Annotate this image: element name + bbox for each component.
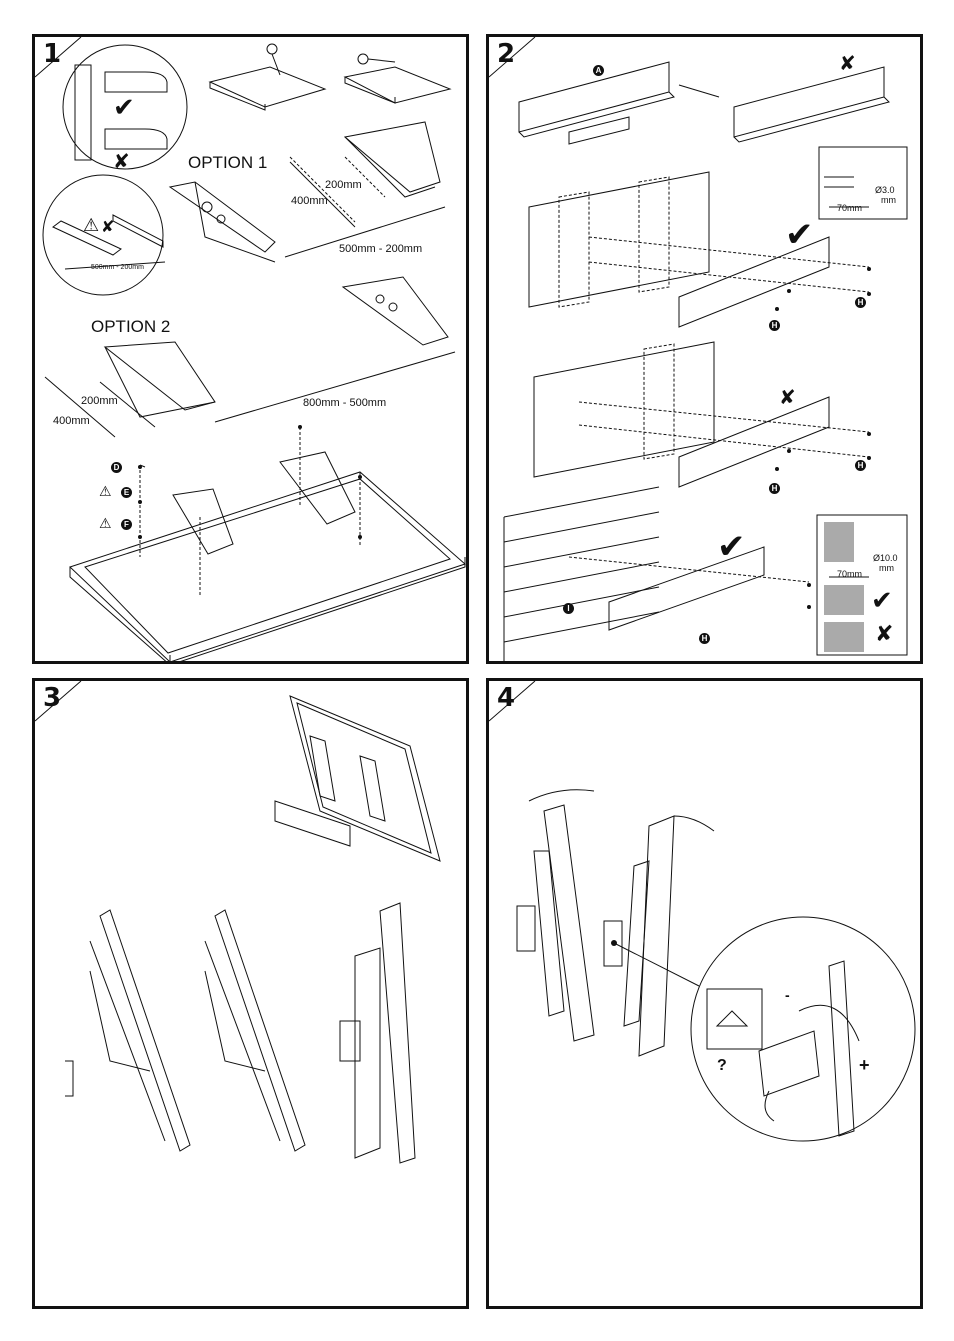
step-4-panel: 4 - + ?	[486, 678, 923, 1309]
option-1-label: OPTION 1	[188, 153, 268, 172]
dimension-200mm: 200mm	[81, 395, 118, 407]
step-1-panel: 1	[32, 34, 469, 664]
step-number: 1	[43, 39, 62, 69]
cross-icon: ✘	[113, 151, 130, 173]
part-badge-h: H	[855, 297, 866, 308]
part-badge-h: H	[855, 460, 866, 471]
step-3-panel: 3	[32, 678, 469, 1309]
brick-drill-diameter: Ø10.0	[873, 553, 898, 563]
part-badge-h: H	[769, 320, 780, 331]
step-corner-slash	[489, 681, 536, 722]
cross-icon: ✘	[839, 53, 856, 75]
brick-drill-depth: 70mm	[837, 569, 863, 579]
part-badge-f: F	[121, 519, 132, 530]
step-corner-slash	[35, 37, 82, 78]
check-icon: ✔	[871, 585, 893, 615]
warning-icon: ⚠	[99, 515, 112, 531]
plus-sign: +	[859, 1055, 870, 1075]
option-2-label: OPTION 2	[91, 317, 171, 336]
step-number: 2	[497, 39, 516, 69]
cross-icon: ✘	[779, 387, 796, 409]
warning-icon: ⚠	[83, 215, 100, 235]
step-corner-slash	[35, 681, 82, 722]
part-badge-i: I	[563, 603, 574, 614]
wood-drill-depth: 70mm	[837, 203, 863, 213]
question-mark: ?	[717, 1057, 727, 1074]
wood-drill-unit: mm	[881, 195, 896, 205]
part-badge-h: H	[699, 633, 710, 644]
check-icon: ✔	[113, 92, 135, 122]
callout-dimension: 500mm - 200mm	[91, 264, 144, 271]
check-icon: ✔	[785, 216, 814, 254]
part-badge-h: H	[769, 483, 780, 494]
cross-icon: ✘	[875, 621, 894, 646]
dimension-500-200mm: 500mm - 200mm	[339, 243, 423, 255]
dimension-800-500mm: 800mm - 500mm	[303, 397, 387, 409]
dimension-200mm: 200mm	[325, 179, 362, 191]
check-icon: ✔	[717, 528, 746, 566]
part-badge-d: D	[111, 462, 122, 473]
brick-drill-unit: mm	[879, 563, 894, 573]
dimension-400mm: 400mm	[291, 195, 328, 207]
part-badge-a: A	[593, 65, 604, 76]
cross-icon: ✘	[101, 219, 115, 236]
warning-icon: ⚠	[99, 483, 112, 499]
step-number: 4	[497, 683, 516, 713]
step-4-illustration	[516, 789, 916, 1142]
step-1-illustration	[42, 43, 466, 661]
step-number: 3	[43, 683, 62, 713]
step-3-illustration	[65, 695, 441, 1164]
step-2-illustration	[503, 61, 908, 661]
dimension-400mm: 400mm	[53, 415, 90, 427]
wood-drill-diameter: Ø3.0	[875, 185, 895, 195]
minus-sign: -	[785, 987, 790, 1003]
part-badge-e: E	[121, 487, 132, 498]
step-2-panel: 2	[486, 34, 923, 664]
step-corner-slash	[489, 37, 536, 78]
